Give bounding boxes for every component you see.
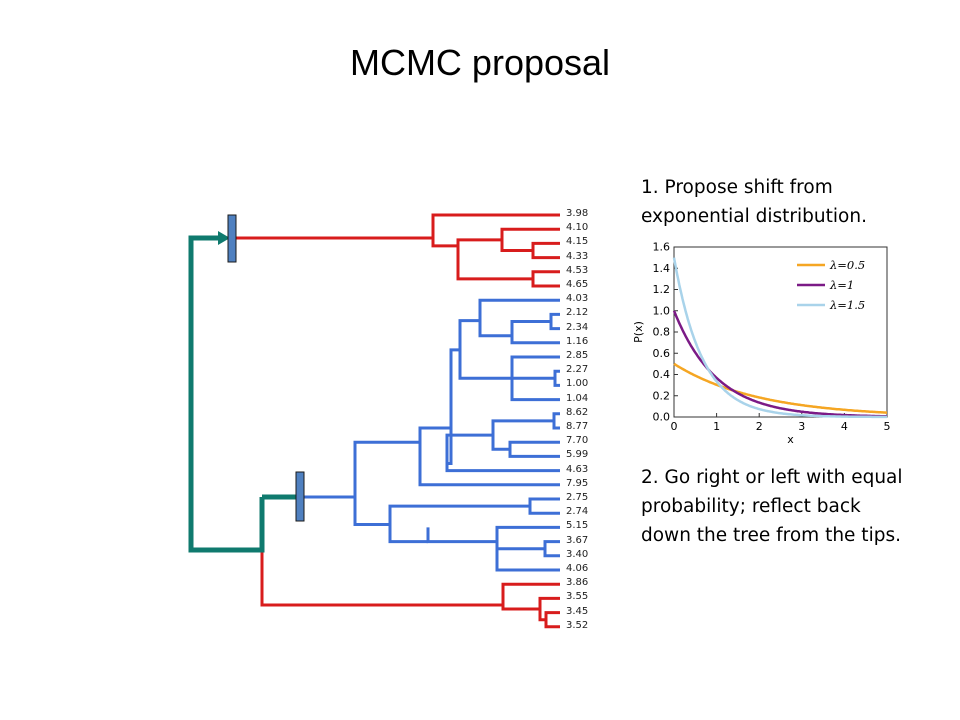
- tip-label: 3.67: [566, 534, 589, 546]
- tip-label: 4.03: [566, 293, 589, 305]
- branch: [491, 419, 554, 451]
- branch: [456, 238, 533, 281]
- tip-label: 2.74: [566, 506, 589, 518]
- step-1-text: 1. Propose shift from exponential distri…: [641, 177, 867, 227]
- legend-label: λ=1: [829, 278, 854, 292]
- tip-label: 5.15: [566, 520, 589, 532]
- y-axis-label: P(x): [632, 321, 645, 343]
- tip-label: 3.86: [566, 577, 589, 589]
- branch: [388, 504, 530, 544]
- tip-label: 5.99: [566, 449, 589, 461]
- branch: [531, 270, 560, 288]
- branch: [501, 582, 560, 611]
- shift-marker-proposed: [295, 471, 305, 522]
- tip-label: 3.40: [566, 548, 589, 560]
- tip-label: 4.15: [566, 236, 589, 248]
- branch: [528, 497, 560, 515]
- branch: [510, 355, 560, 380]
- exponential-distribution-plot: 0.0 0.2 0.4 0.6 0.8 1.0 1.2 1.4 1.6 0 1 2 3 4 5 x P(x) λ=…: [632, 241, 891, 447]
- y-tick-label: 1.4: [653, 262, 671, 275]
- x-tick-label: 4: [841, 420, 848, 433]
- proposal-arrowhead: [218, 231, 230, 245]
- branch: [543, 540, 560, 558]
- branch: [445, 433, 560, 473]
- proposal-segment: [188, 235, 265, 553]
- y-tick-label: 1.2: [653, 283, 671, 296]
- shift-marker-root: [227, 214, 237, 263]
- x-tick-label: 2: [756, 420, 763, 433]
- branch: [426, 527, 497, 544]
- branch: [549, 312, 560, 331]
- tip-label: 3.45: [566, 605, 589, 617]
- branch: [531, 241, 560, 260]
- y-tick-label: 1.6: [653, 241, 671, 254]
- y-tick-label: 0.2: [653, 389, 671, 402]
- tip-label: 3.98: [566, 208, 589, 219]
- y-tick-label: 0.0: [653, 411, 671, 424]
- y-tick-label: 0.6: [653, 347, 671, 360]
- plot-frame: [673, 246, 888, 418]
- branch: [510, 371, 560, 402]
- branch: [447, 348, 460, 465]
- branch: [544, 611, 560, 629]
- y-tick-label: 0.4: [653, 368, 671, 381]
- legend-label: λ=0.5: [829, 258, 865, 272]
- branch: [458, 319, 512, 380]
- branch: [500, 227, 560, 252]
- tip-label: 2.12: [566, 307, 589, 319]
- tip-label: 4.33: [566, 250, 589, 262]
- blue-clade: [303, 298, 560, 572]
- branch: [508, 440, 560, 458]
- x-tick-label: 0: [671, 420, 678, 433]
- series-line: [673, 362, 887, 414]
- y-tick-label: 1.0: [653, 304, 671, 317]
- tip-label: 2.85: [566, 350, 589, 361]
- series-line: [672, 257, 887, 419]
- tip-label: 8.62: [566, 406, 589, 418]
- tip-label: 2.27: [566, 364, 589, 376]
- branch: [552, 412, 560, 430]
- tip-label: 7.70: [566, 435, 589, 447]
- branch: [353, 440, 420, 527]
- tip-label: 3.52: [566, 619, 589, 631]
- tip-label: 8.77: [566, 421, 589, 432]
- x-axis-label: x: [787, 433, 794, 446]
- branch: [495, 525, 560, 559]
- y-tick-label: 0.8: [653, 326, 671, 339]
- slide-title: MCMC proposal: [349, 42, 611, 83]
- tip-label: 4.10: [566, 222, 589, 234]
- proposal-path: [188, 231, 300, 553]
- tip-label: 4.65: [566, 279, 589, 290]
- x-tick-label: 5: [884, 420, 891, 433]
- tip-label: 1.16: [566, 335, 589, 347]
- tip-label: 4.63: [566, 463, 589, 475]
- tip-label: 3.55: [566, 591, 589, 603]
- branch: [478, 298, 560, 338]
- branch: [418, 426, 560, 487]
- x-tick-label: 3: [798, 420, 805, 433]
- branch: [510, 320, 560, 345]
- tip-label: 7.95: [566, 477, 589, 489]
- x-tick-label: 1: [713, 420, 720, 433]
- branch: [553, 369, 560, 387]
- branch: [538, 596, 560, 622]
- tip-label: 2.34: [566, 321, 589, 333]
- step-2-text: 2. Go right or left with equal probabili…: [641, 467, 903, 546]
- tip-label: 4.06: [566, 563, 589, 574]
- tip-label: 1.04: [566, 392, 589, 404]
- legend-label: λ=1.5: [829, 298, 865, 312]
- branch: [495, 547, 560, 572]
- tip-label: 1.00: [566, 378, 589, 390]
- tip-label: 2.75: [566, 492, 589, 503]
- tip-label: 4.53: [566, 264, 589, 276]
- branch: [431, 213, 560, 248]
